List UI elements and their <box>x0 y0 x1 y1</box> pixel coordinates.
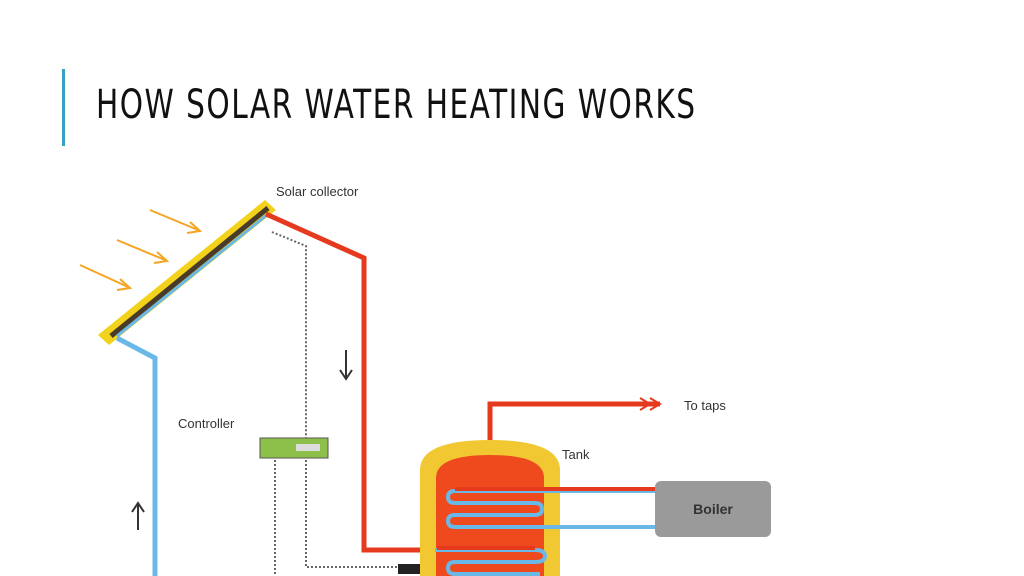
controller-label: Controller <box>178 416 235 431</box>
boiler-coil <box>445 487 660 529</box>
tank-label: Tank <box>562 447 590 462</box>
hot-flow-pipe <box>264 211 435 553</box>
solar-coil <box>435 546 548 576</box>
tank-sensor <box>398 564 422 574</box>
solar-heating-diagram: Solar collector Controller Tank To taps … <box>79 184 771 576</box>
title-accent-bar <box>62 69 65 146</box>
outlet-arrow-icon <box>639 397 662 411</box>
boiler-label: Boiler <box>693 501 733 517</box>
to-taps-label: To taps <box>684 398 726 413</box>
sun-rays <box>79 209 203 291</box>
boiler-unit <box>655 481 771 537</box>
slide-title: HOW SOLAR WATER HEATING WORKS <box>96 82 697 128</box>
flow-direction-arrows <box>131 350 353 530</box>
solar-collector-label: Solar collector <box>276 184 359 199</box>
hot-water-tank <box>420 440 560 576</box>
sensor-wires <box>271 231 400 576</box>
controller-unit <box>259 437 329 459</box>
solar-collector-panel <box>98 200 276 345</box>
cold-return-pipe <box>115 335 158 576</box>
